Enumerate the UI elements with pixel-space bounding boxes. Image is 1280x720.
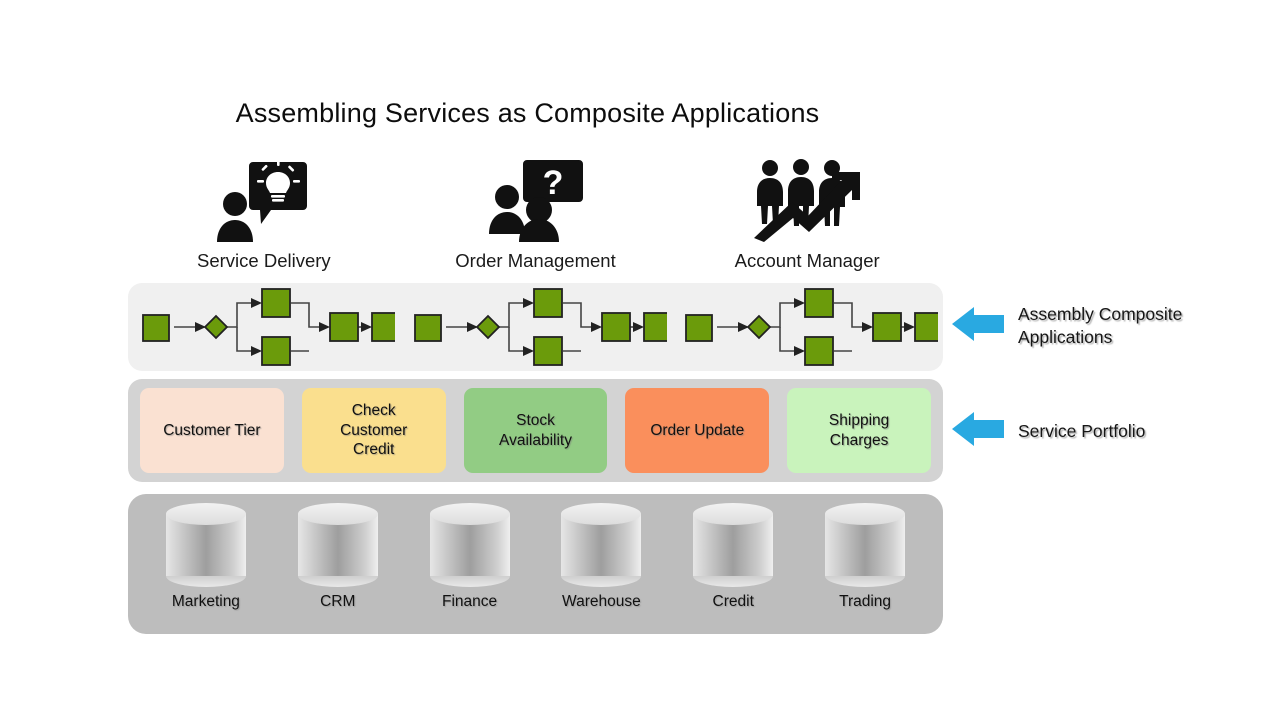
callout-label: Assembly Composite Applications xyxy=(1018,304,1183,348)
service-portfolio-row: Customer Tier Check Customer Credit Stoc… xyxy=(140,388,931,473)
database-label: Marketing xyxy=(171,593,240,610)
left-arrow-icon xyxy=(952,412,1004,451)
service-tile-shipping-charges[interactable]: Shipping Charges xyxy=(787,388,931,473)
order-management-process-flow[interactable] xyxy=(400,283,672,371)
service-tile-check-customer-credit[interactable]: Check Customer Credit xyxy=(301,388,446,473)
actor-account-manager[interactable]: Account Manager xyxy=(671,152,943,272)
database-label: Warehouse xyxy=(562,593,641,610)
page-title: Assembling Services as Composite Applica… xyxy=(235,98,820,128)
left-arrow-icon xyxy=(952,306,1004,346)
actor-label: Account Manager xyxy=(734,250,880,271)
two-people-question-speech-bubble-icon: ? xyxy=(477,158,595,242)
database-cylinder-icon xyxy=(825,503,906,587)
service-delivery-process-flow[interactable] xyxy=(128,283,400,371)
backend-systems-row: Marketing CRM Finance Warehouse Credit T… xyxy=(140,503,931,625)
database-credit[interactable]: Credit xyxy=(667,503,799,625)
database-cylinder-icon xyxy=(561,503,642,587)
callout-label: Service Portfolio xyxy=(1018,420,1146,441)
process-flow-row xyxy=(128,283,943,371)
actor-service-delivery[interactable]: Service Delivery xyxy=(128,152,400,272)
database-label: Credit xyxy=(712,593,754,610)
service-tile-stock-availability[interactable]: Stock Availability xyxy=(463,388,608,473)
database-cylinder-icon xyxy=(693,503,774,587)
actor-label: Order Management xyxy=(455,250,616,271)
database-finance[interactable]: Finance xyxy=(404,503,536,625)
backend-systems-band xyxy=(128,494,943,634)
actor-order-management[interactable]: ? Order Management xyxy=(400,152,672,272)
svg-text:?: ? xyxy=(542,164,563,202)
callout-service-portfolio: Service Portfolio xyxy=(952,412,1145,451)
database-warehouse[interactable]: Warehouse xyxy=(535,503,667,625)
database-cylinder-icon xyxy=(429,503,510,587)
service-tile-customer-tier[interactable]: Customer Tier xyxy=(140,388,284,473)
database-trading[interactable]: Trading xyxy=(799,503,931,625)
account-manager-process-flow[interactable] xyxy=(671,283,943,371)
database-crm[interactable]: CRM xyxy=(272,503,404,625)
database-label: CRM xyxy=(320,593,356,610)
service-tile-label: Check Customer Credit xyxy=(340,402,408,459)
three-people-growth-arrow-icon xyxy=(746,158,868,242)
database-label: Finance xyxy=(441,593,498,610)
database-cylinder-icon xyxy=(297,503,378,587)
database-label: Trading xyxy=(839,593,892,610)
actor-row: Service Delivery ? Order Management xyxy=(128,152,943,272)
service-tile-order-update[interactable]: Order Update xyxy=(625,388,770,473)
service-tile-label: Order Update xyxy=(650,421,745,439)
database-marketing[interactable]: Marketing xyxy=(140,503,272,625)
callout-assembly-composite-applications: Assembly Composite Applications xyxy=(952,303,1182,349)
service-tile-label: Shipping Charges xyxy=(828,412,890,449)
person-lightbulb-speech-bubble-icon xyxy=(209,158,319,242)
database-cylinder-icon xyxy=(165,503,246,587)
service-tile-label: Customer Tier xyxy=(163,421,261,439)
service-tile-label: Stock Availability xyxy=(499,412,572,449)
actor-label: Service Delivery xyxy=(197,250,331,271)
